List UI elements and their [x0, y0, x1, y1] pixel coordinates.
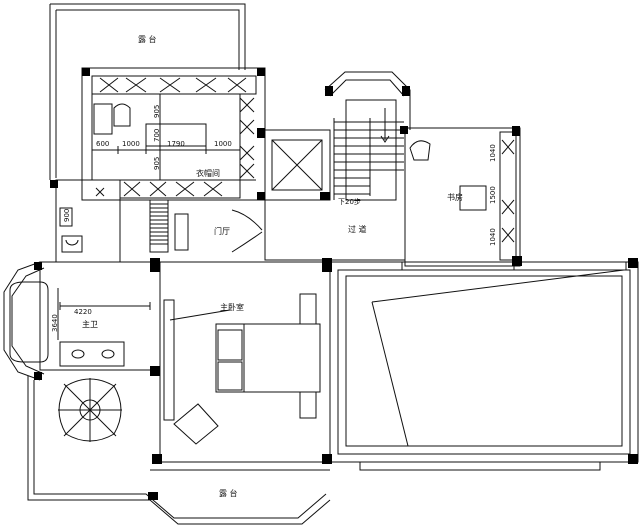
label-terrace-bottom: 露 台 [219, 488, 238, 498]
label-foyer: 门厅 [214, 226, 230, 236]
dim-3640: 3640 [51, 314, 59, 332]
dim-905-bottom: 905 [153, 157, 161, 170]
label-terrace-top: 露 台 [138, 34, 157, 44]
columns [34, 68, 638, 500]
dim-1790: 1790 [167, 140, 185, 148]
dim-600: 600 [96, 140, 109, 148]
dim-700: 700 [153, 129, 161, 142]
label-master-bedroom: 主卧室 [220, 302, 244, 312]
dim-900: 900 [63, 209, 71, 222]
dim-1040-bottom: 1040 [489, 228, 497, 246]
label-study: 书房 [447, 192, 463, 202]
dim-1000-b: 1000 [214, 140, 232, 148]
label-stairs-down: 下20步 [338, 198, 361, 206]
label-master-bath: 主卫 [82, 319, 98, 329]
walls [3, 3, 639, 525]
label-walkin-closet: 衣帽间 [196, 168, 220, 178]
dim-1000-a: 1000 [122, 140, 140, 148]
label-corridor: 过 道 [348, 224, 367, 234]
dim-1040-top: 1040 [489, 144, 497, 162]
dim-4220: 4220 [74, 308, 92, 316]
dim-905-top: 905 [153, 105, 161, 118]
dim-1500: 1500 [489, 186, 497, 204]
